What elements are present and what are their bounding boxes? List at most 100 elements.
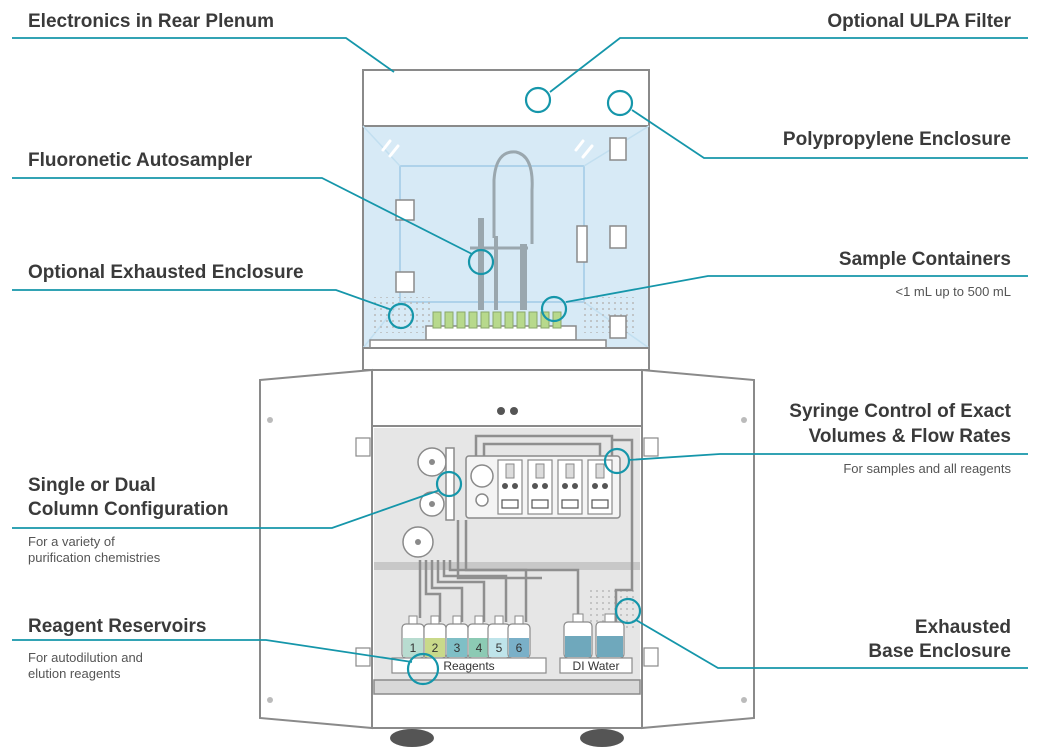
callout-line-sample-containers (565, 275, 1028, 303)
sample-tube (492, 311, 502, 329)
reagent-bottle: 6 (507, 615, 531, 659)
rotary-valve (419, 491, 445, 517)
syringe-barrel (505, 463, 515, 479)
sample-tubes (432, 311, 562, 329)
label-reagent-reservoirs: Reagent Reservoirs (28, 616, 207, 637)
callout-line-autosampler (12, 177, 473, 255)
bottle-number: 2 (432, 641, 439, 655)
callout-marker (614, 597, 642, 625)
callout-line-column (12, 489, 441, 529)
tubing (418, 434, 634, 622)
label-column-1: Single or Dual (28, 475, 156, 496)
reagent-liquid (489, 638, 509, 657)
glass-glare (381, 139, 594, 159)
syringe-plunger (531, 499, 549, 509)
reagent-liquid (447, 638, 467, 657)
caster-wheel (580, 729, 624, 747)
sub-reagent-1: For autodilution and (28, 650, 143, 665)
bottle-number: 1 (410, 641, 417, 655)
hinge (395, 271, 415, 293)
rotary-valve (417, 447, 447, 477)
syringe-barrel (595, 463, 605, 479)
bottle-number: 6 (516, 641, 523, 655)
sub-syringe: For samples and all reagents (843, 461, 1011, 476)
syringe-knob (502, 483, 508, 489)
cabinet-door-left (259, 368, 373, 730)
door-hinge (643, 647, 659, 667)
hinge (609, 225, 627, 249)
autosampler-arm (470, 150, 534, 310)
bottle-number: 5 (496, 641, 503, 655)
label-sample-containers: Sample Containers (838, 249, 1011, 270)
label-electronics: Electronics in Rear Plenum (28, 11, 275, 32)
reagent-bottle: 2 (423, 615, 447, 659)
rotary-valve (402, 526, 434, 558)
callout-line-electronics (12, 37, 395, 73)
label-base-2: Base Enclosure (868, 641, 1011, 662)
purification-column (445, 447, 455, 521)
callout-line-ulpa (549, 37, 1028, 93)
callout-line-exhausted-enclosure (12, 289, 393, 311)
sample-tube (504, 311, 514, 329)
cabinet-upper-panel (371, 369, 643, 427)
label-syringe-1: Syringe Control of Exact (789, 401, 1011, 422)
label-column-2: Column Configuration (28, 499, 229, 520)
callout-marker (467, 248, 495, 276)
syringe-knob (572, 483, 578, 489)
callout-marker (606, 89, 634, 117)
syringe-barrel (535, 463, 545, 479)
reagent-liquid (403, 638, 423, 657)
bottle-number: 3 (454, 641, 461, 655)
hinge (609, 315, 627, 339)
callout-line-reagent (12, 639, 413, 663)
indicator-light (497, 407, 505, 415)
sample-tube (528, 311, 538, 329)
syringe-plunger (561, 499, 579, 509)
sub-column-1: For a variety of (28, 534, 115, 549)
exhaust-vent-right (580, 297, 636, 333)
reagents-label-box (391, 657, 547, 674)
door-hinge (355, 437, 371, 457)
water-liquid (597, 636, 623, 657)
cabinet-shelf (373, 679, 641, 695)
reagent-liquid (469, 638, 489, 657)
cabinet-shelf (374, 562, 640, 570)
label-ulpa: Optional ULPA Filter (827, 11, 1011, 32)
syringe-knob (532, 483, 538, 489)
callout-markers (387, 86, 642, 686)
reagent-bottle: 3 (445, 615, 469, 659)
di-water-bottle (595, 613, 625, 659)
di-water-label-box (559, 657, 633, 674)
reagents-label: Reagents (443, 659, 494, 673)
hinge (609, 137, 627, 161)
callout-lines (12, 37, 1028, 669)
syringe-plunger (591, 499, 609, 509)
sample-tube (468, 311, 478, 329)
callout-marker (540, 295, 568, 323)
syringe-plunger (501, 499, 519, 509)
callout-marker (435, 470, 463, 498)
reagent-liquid (509, 638, 529, 657)
callout-line-polypropylene (631, 109, 1028, 159)
di-water-bottle (563, 613, 593, 659)
sub-column-2: purification chemistries (28, 550, 161, 565)
syringe-barrel (565, 463, 575, 479)
enclosure-base (369, 339, 607, 349)
reagent-bottle: 4 (467, 615, 491, 659)
rear-plenum-box (362, 69, 650, 127)
callout-marker (603, 447, 631, 475)
callout-line-syringe (627, 453, 1028, 461)
callout-line-base (635, 619, 1028, 669)
syringe-knob (512, 483, 518, 489)
indicator-light (510, 407, 518, 415)
label-syringe-2: Volumes & Flow Rates (808, 426, 1011, 447)
water-liquid (565, 636, 591, 657)
side-panel (576, 225, 588, 263)
sample-tube (516, 311, 526, 329)
cabinet-door-right (641, 368, 755, 730)
sample-tube (444, 311, 454, 329)
syringe-knob (562, 483, 568, 489)
sample-tube (456, 311, 466, 329)
sub-sample-containers: <1 mL up to 500 mL (895, 284, 1011, 299)
